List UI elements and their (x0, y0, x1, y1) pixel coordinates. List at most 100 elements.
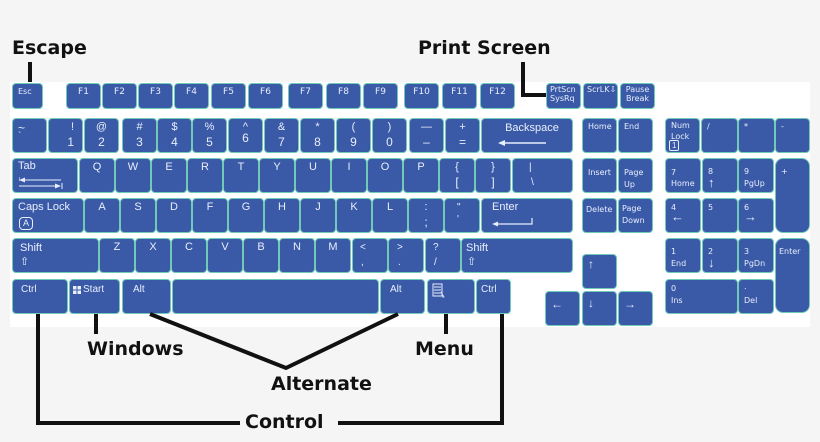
key-left-bracket[interactable]: {[ (439, 158, 475, 193)
key-kp-plus[interactable]: + (775, 158, 810, 233)
key-l[interactable]: L (372, 198, 408, 233)
key-k[interactable]: K (336, 198, 372, 233)
key-f5[interactable]: F5 (211, 83, 246, 109)
key-kp-enter[interactable]: Enter (775, 238, 810, 313)
key-caps-lock[interactable]: Caps Lock A (12, 198, 84, 233)
key-tab[interactable]: Tab (12, 158, 78, 193)
key-1[interactable]: !1 (48, 118, 83, 153)
key-f1[interactable]: F1 (66, 83, 101, 109)
key-num-lock[interactable]: Num Lock 1 (665, 118, 700, 153)
key-u[interactable]: U (295, 158, 331, 193)
key-scroll-lock[interactable]: ScrLK⇩ (583, 83, 618, 109)
key-page-down[interactable]: Page Down (618, 198, 653, 233)
key-period[interactable]: >. (388, 238, 424, 273)
key-8[interactable]: *8 (300, 118, 335, 153)
key-y[interactable]: Y (259, 158, 295, 193)
key-comma[interactable]: <, (352, 238, 388, 273)
key-f11[interactable]: F11 (442, 83, 477, 109)
key-left-shift[interactable]: Shift ⇧ (12, 238, 99, 273)
key-v[interactable]: V (207, 238, 243, 273)
key-f3[interactable]: F3 (138, 83, 173, 109)
key-e[interactable]: E (151, 158, 187, 193)
key-enter[interactable]: Enter (481, 198, 573, 233)
key-backtick[interactable]: ~` (12, 118, 47, 153)
key-backspace[interactable]: Backspace (481, 118, 573, 153)
key-pause[interactable]: Pause Break (620, 83, 655, 109)
key-space[interactable] (172, 279, 379, 314)
key-page-up[interactable]: Page Up (618, 158, 653, 193)
key-w[interactable]: W (115, 158, 151, 193)
key-right-ctrl[interactable]: Ctrl (476, 279, 511, 314)
key-arrow-down[interactable]: ↓ (582, 291, 617, 326)
key-right-bracket[interactable]: }] (475, 158, 511, 193)
key-kp-4[interactable]: 4← (665, 198, 701, 233)
key-arrow-left[interactable]: ← (545, 291, 580, 326)
key-s[interactable]: S (120, 198, 156, 233)
key-f10[interactable]: F10 (404, 83, 439, 109)
key-h[interactable]: H (264, 198, 300, 233)
key-right-shift[interactable]: Shift ⇧ (461, 238, 573, 273)
key-j[interactable]: J (300, 198, 336, 233)
key-f4[interactable]: F4 (174, 83, 209, 109)
key-d[interactable]: D (156, 198, 192, 233)
key-f8[interactable]: F8 (326, 83, 361, 109)
key-6[interactable]: ^6 (228, 118, 263, 153)
key-arrow-up[interactable]: ↑ (582, 254, 617, 289)
key-r[interactable]: R (187, 158, 223, 193)
key-2[interactable]: @2 (84, 118, 119, 153)
key-left-alt[interactable]: Alt (122, 279, 171, 314)
key-i[interactable]: I (331, 158, 367, 193)
key-9[interactable]: (9 (336, 118, 371, 153)
key-windows-start[interactable]: Start (69, 279, 120, 314)
key-g[interactable]: G (228, 198, 264, 233)
key-p[interactable]: P (403, 158, 439, 193)
key-f12[interactable]: F12 (480, 83, 515, 109)
key-minus[interactable]: —– (409, 118, 444, 153)
key-right-alt[interactable]: Alt (380, 279, 425, 314)
key-kp-5[interactable]: 5 (702, 198, 738, 233)
key-c[interactable]: C (171, 238, 207, 273)
key-3[interactable]: #3 (122, 118, 157, 153)
key-home[interactable]: Home (582, 118, 617, 153)
key-arrow-right[interactable]: → (618, 291, 653, 326)
key-7[interactable]: &7 (264, 118, 299, 153)
key-end[interactable]: End (618, 118, 653, 153)
key-kp-dot[interactable]: .Del (738, 279, 774, 314)
key-kp-2[interactable]: 2↓ (702, 238, 738, 273)
key-5[interactable]: %5 (192, 118, 227, 153)
key-o[interactable]: O (367, 158, 403, 193)
key-menu[interactable] (427, 279, 475, 314)
key-n[interactable]: N (279, 238, 315, 273)
key-kp-6[interactable]: 6→ (738, 198, 774, 233)
key-f[interactable]: F (192, 198, 228, 233)
key-equals[interactable]: += (445, 118, 480, 153)
key-q[interactable]: Q (79, 158, 115, 193)
key-kp-slash[interactable]: / (701, 118, 738, 153)
key-kp-minus[interactable]: - (775, 118, 810, 153)
key-slash[interactable]: ?/ (425, 238, 461, 273)
key-z[interactable]: Z (99, 238, 135, 273)
key-print-screen[interactable]: PrtScn SysRq (546, 83, 581, 109)
key-delete[interactable]: Delete (582, 198, 617, 233)
key-insert[interactable]: Insert (582, 158, 617, 193)
key-f2[interactable]: F2 (102, 83, 137, 109)
key-kp-8[interactable]: 8↑ (702, 158, 738, 193)
key-f7[interactable]: F7 (288, 83, 323, 109)
key-quote[interactable]: "' (444, 198, 480, 233)
key-kp-star[interactable]: * (738, 118, 775, 153)
key-b[interactable]: B (243, 238, 279, 273)
key-m[interactable]: M (315, 238, 351, 273)
key-a[interactable]: A (84, 198, 120, 233)
key-backslash[interactable]: |\ (512, 158, 573, 193)
key-f9[interactable]: F9 (363, 83, 398, 109)
key-4[interactable]: $4 (157, 118, 192, 153)
key-t[interactable]: T (223, 158, 259, 193)
key-f6[interactable]: F6 (248, 83, 283, 109)
key-x[interactable]: X (135, 238, 171, 273)
key-semicolon[interactable]: :; (408, 198, 444, 233)
